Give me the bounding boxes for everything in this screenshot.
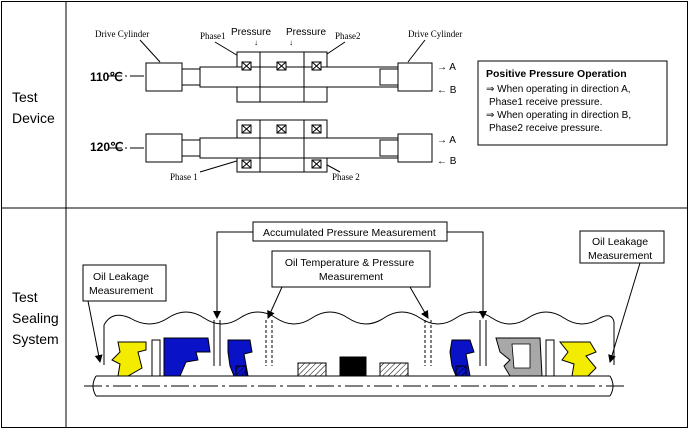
sealing-shaft (84, 375, 624, 397)
drive-cylinder-right-label: Drive Cylinder (408, 29, 462, 39)
black-block (339, 356, 367, 377)
seal-yellow-right (558, 341, 597, 377)
drive-cylinder-left-110 (145, 62, 183, 92)
operation-line-2: Phase1 receive pressure. (489, 97, 602, 108)
temp-120-label: 120℃ (90, 140, 124, 154)
phase2-top-label: Phase2 (335, 31, 361, 41)
device-labels: Drive Cylinder Drive Cylinder Phase1 Pha… (90, 27, 462, 182)
dir-a-bottom: → A (437, 135, 456, 146)
oil-leak-left-label: Oil Leakage Measurement (89, 271, 153, 297)
oil-temp-label: Oil Temperature & Pressure Measurement (285, 257, 417, 283)
seal-backup-left (151, 339, 161, 377)
housing-wave (103, 311, 615, 326)
phase1-top-label: Phase1 (200, 31, 226, 41)
oil-leak-left-box (82, 264, 167, 302)
operation-line-3: ⇒ When operating in direction B, (486, 110, 631, 121)
seal-backup-right (545, 339, 555, 377)
temp-110-label: 110℃ (90, 70, 123, 84)
seal-gray (495, 337, 543, 377)
hatched-block-1 (297, 362, 327, 377)
sealing-leader-lines (87, 231, 641, 363)
operation-line-1: ⇒ When operating in direction A, (486, 84, 631, 95)
seal-blue-2 (227, 339, 253, 377)
drive-cylinder-left-label: Drive Cylinder (95, 29, 149, 39)
device-leader-lines (139, 39, 426, 173)
accumulated-pressure-label: Accumulated Pressure Measurement (263, 227, 436, 239)
operation-box (477, 60, 668, 146)
pressure-label-2: Pressure (286, 27, 326, 38)
phase2-bottom-label: Phase 2 (332, 172, 360, 182)
drive-cylinder-right-110 (397, 62, 433, 92)
oil-temp-box (271, 250, 431, 288)
operation-line-4: Phase2 receive pressure. (489, 123, 602, 134)
pressure-label-1: Pressure (231, 27, 271, 38)
oil-leak-right-box (579, 230, 665, 264)
oil-leak-right-label: Oil Leakage Measurement (588, 236, 652, 262)
row-label-device: Test Device (12, 89, 55, 126)
device-assembly-120 (108, 119, 433, 173)
housing-bottom-110 (236, 86, 328, 103)
drive-cylinder-left-120 (145, 133, 183, 163)
seal-yellow-left (111, 341, 147, 377)
phase1-bottom-label: Phase 1 (170, 172, 198, 182)
seal-blue-3 (449, 339, 475, 377)
dir-b-bottom: ← B (437, 156, 457, 167)
hatched-block-2 (379, 362, 409, 377)
device-assembly-110 (108, 51, 433, 103)
measurement-ports (213, 320, 487, 366)
pressure-arrow-1: ↓ (254, 38, 258, 47)
operation-title: Positive Pressure Operation (486, 68, 627, 80)
shaft-110 (199, 66, 401, 88)
shaft-120 (199, 137, 401, 159)
dir-b-top: ← B (437, 85, 457, 96)
row-label-sealing: Test Sealing System (12, 289, 63, 347)
pressure-arrow-2: ↓ (289, 38, 293, 47)
dir-a-top: → A (437, 62, 456, 73)
drive-cylinder-right-120 (397, 133, 433, 163)
seal-blue-1 (163, 337, 211, 377)
